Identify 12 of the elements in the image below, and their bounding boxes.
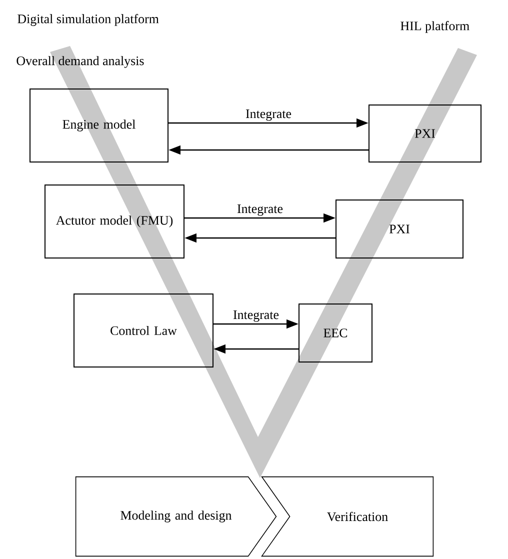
edge-label: Integrate bbox=[237, 204, 283, 216]
model-box: PXI bbox=[368, 104, 482, 162]
model-box: PXI bbox=[336, 200, 464, 258]
edge-label: Integrate bbox=[246, 110, 292, 121]
model-box: Actutor model (FMU) bbox=[44, 184, 184, 258]
edge-label: Integrate bbox=[233, 310, 279, 322]
model-box: EEC bbox=[298, 304, 372, 362]
model-box: Control Law bbox=[74, 294, 214, 368]
model-box: Engine model bbox=[30, 88, 168, 162]
platform-label: HIL platform bbox=[400, 21, 470, 33]
platform-label: Overall demand analysis bbox=[16, 56, 144, 68]
platform-label: Digital simulation platform bbox=[18, 14, 159, 26]
